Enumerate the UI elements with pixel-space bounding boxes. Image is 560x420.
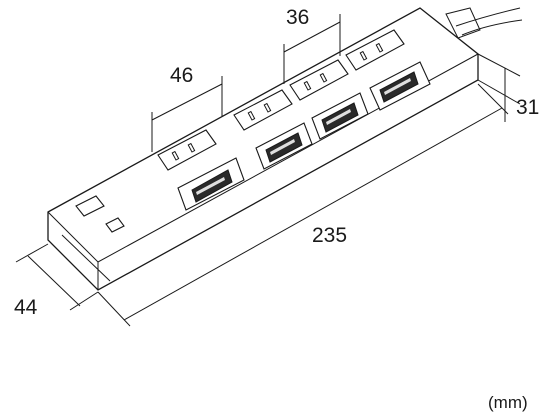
dimension-46: 46: [151, 64, 223, 152]
power-cord: [445, 7, 523, 39]
switch-2: [255, 122, 313, 170]
outlet-1: [157, 129, 217, 171]
outlet-4: [345, 29, 405, 71]
dimension-44: 44: [14, 243, 99, 319]
dimension-46-label: 46: [170, 64, 193, 87]
outlet-2: [233, 89, 293, 131]
outlet-row: [157, 29, 405, 171]
dimension-235: 235: [97, 83, 509, 327]
dimension-31-label: 31: [516, 96, 539, 119]
dimension-235-label: 235: [312, 224, 347, 247]
switch-row: [177, 61, 431, 211]
switch-3: [311, 92, 369, 140]
outlet-3: [289, 59, 349, 101]
switch-4: [369, 61, 431, 111]
dimension-31: 31: [477, 53, 539, 122]
dimension-36: 36: [283, 6, 341, 84]
dimension-44-label: 44: [14, 296, 38, 319]
unit-label: (mm): [488, 393, 528, 412]
switch-1: [177, 157, 245, 211]
master-switch: [75, 195, 125, 233]
dimension-36-label: 36: [286, 6, 309, 29]
